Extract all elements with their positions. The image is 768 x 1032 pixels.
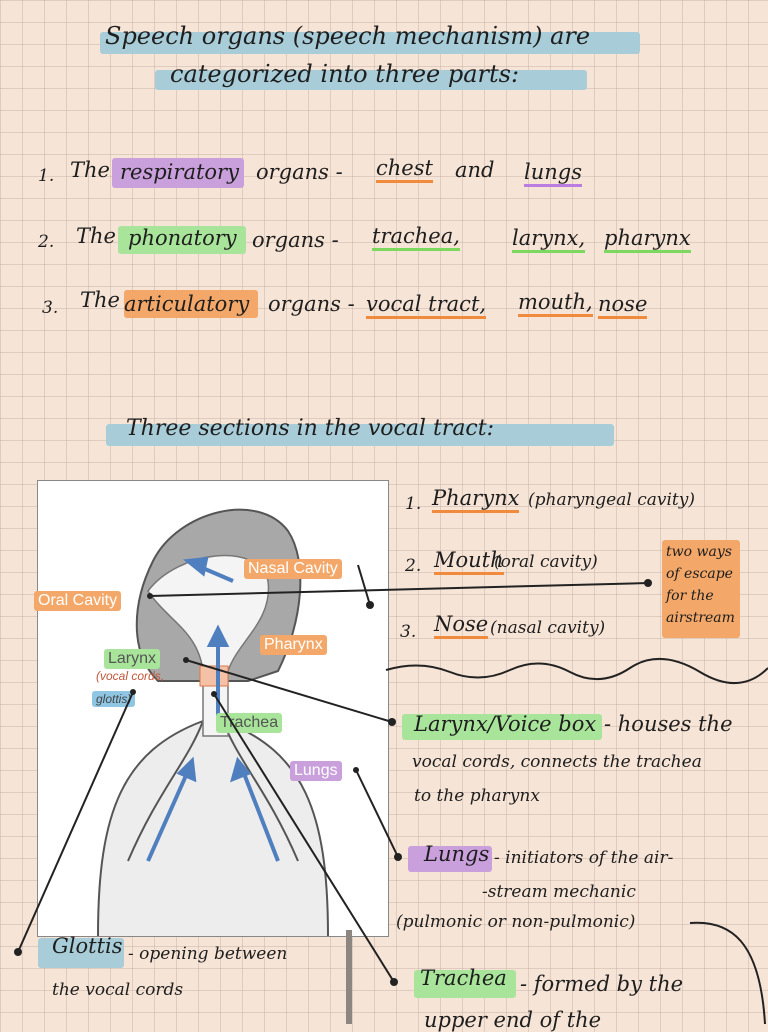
escape-note-line-3: for the xyxy=(666,588,714,604)
section-1-detail: (pharyngeal cavity) xyxy=(528,490,695,510)
larynx-term: Larynx/Voice box xyxy=(414,712,597,736)
part-2-term: phonatory xyxy=(128,226,237,250)
part-3-term: articulatory xyxy=(124,292,250,316)
heading-highlight-1 xyxy=(100,32,640,54)
part-1-rest: organs - xyxy=(256,160,343,184)
section-2-number: 2. xyxy=(405,556,422,576)
part-2-rest: organs - xyxy=(252,228,339,252)
larynx-term-highlight xyxy=(402,714,602,740)
part-3-the: The xyxy=(80,288,120,312)
part-2-number: 2. xyxy=(38,232,55,252)
margin-bar xyxy=(346,930,352,1024)
part-3-rest: organs - xyxy=(268,292,355,316)
section-3-detail: (nasal cavity) xyxy=(490,618,606,638)
heading-line-1: Speech organs (speech mechanism) are xyxy=(105,22,591,50)
lungs-term: Lungs xyxy=(424,842,490,866)
lungs-text-3: (pulmonic or non-pulmonic) xyxy=(396,912,636,932)
label-larynx: Larynx xyxy=(104,649,161,669)
sections-heading-highlight xyxy=(106,424,614,446)
section-2-name: Mouth xyxy=(434,548,504,575)
trachea-text-1: - formed by the xyxy=(520,972,684,996)
lungs-text-1: - initiators of the air- xyxy=(494,848,674,868)
label-trachea: Trachea xyxy=(216,713,283,733)
heading-line-2: categorized into three parts: xyxy=(170,60,520,88)
larynx-text-2: vocal cords, connects the trachea xyxy=(412,752,702,772)
label-lungs: Lungs xyxy=(290,761,342,781)
heading-highlight-2 xyxy=(155,70,587,90)
part-2-c: pharynx xyxy=(604,226,691,253)
section-3-name: Nose xyxy=(434,612,489,639)
glottis-text-1: - opening between xyxy=(128,944,288,964)
label-nasal-cavity: Nasal Cavity xyxy=(244,559,342,579)
label-glottis: glottis) xyxy=(92,691,136,707)
trachea-term-highlight xyxy=(414,970,516,998)
part-1-and: and xyxy=(455,158,495,182)
larynx-text-1: - houses the xyxy=(604,712,733,736)
part-1-number: 1. xyxy=(38,166,55,186)
label-oral-cavity: Oral Cavity xyxy=(34,591,122,611)
label-pharynx: Pharynx xyxy=(260,635,327,655)
escape-note xyxy=(662,540,740,638)
section-3-number: 3. xyxy=(400,622,417,642)
escape-note-line-2: of escape xyxy=(666,566,733,582)
part-2-a: trachea, xyxy=(372,224,460,251)
glottis-text-2: the vocal cords xyxy=(52,980,184,1000)
section-2-detail: (oral cavity) xyxy=(494,552,598,572)
sections-heading: Three sections in the vocal tract: xyxy=(126,416,495,441)
trachea-text-2: upper end of the xyxy=(424,1008,602,1032)
section-1-name: Pharynx xyxy=(432,486,520,513)
part-2-term-highlight xyxy=(118,226,246,254)
part-2-the: The xyxy=(76,224,116,248)
trachea-term: Trachea xyxy=(420,966,507,990)
part-3-a: vocal tract, xyxy=(366,292,487,319)
part-1-b: lungs xyxy=(524,160,582,187)
larynx-text-3: to the pharynx xyxy=(414,786,540,806)
part-1-term-highlight xyxy=(112,158,244,188)
part-1-a: chest xyxy=(376,156,433,183)
escape-note-line-1: two ways xyxy=(666,544,732,560)
glottis-term-highlight xyxy=(38,938,124,968)
part-3-number: 3. xyxy=(42,298,59,318)
label-vocal-cords: (vocal cords, xyxy=(96,669,165,683)
glottis-term: Glottis xyxy=(52,934,123,958)
section-1-number: 1. xyxy=(405,494,422,514)
part-1-term: respiratory xyxy=(120,160,239,184)
part-1-the: The xyxy=(70,158,110,182)
lungs-term-highlight xyxy=(408,846,492,872)
part-3-b: mouth, xyxy=(518,290,593,317)
vocal-tract-illustration xyxy=(97,508,329,937)
lungs-text-2: -stream mechanic xyxy=(482,882,636,902)
part-2-b: larynx, xyxy=(512,226,586,253)
part-3-c: nose xyxy=(598,292,648,319)
part-3-term-highlight xyxy=(124,290,258,318)
vocal-tract-diagram: Nasal Cavity Oral Cavity Pharynx Larynx … xyxy=(34,480,389,937)
escape-note-line-4: airstream xyxy=(666,610,735,626)
